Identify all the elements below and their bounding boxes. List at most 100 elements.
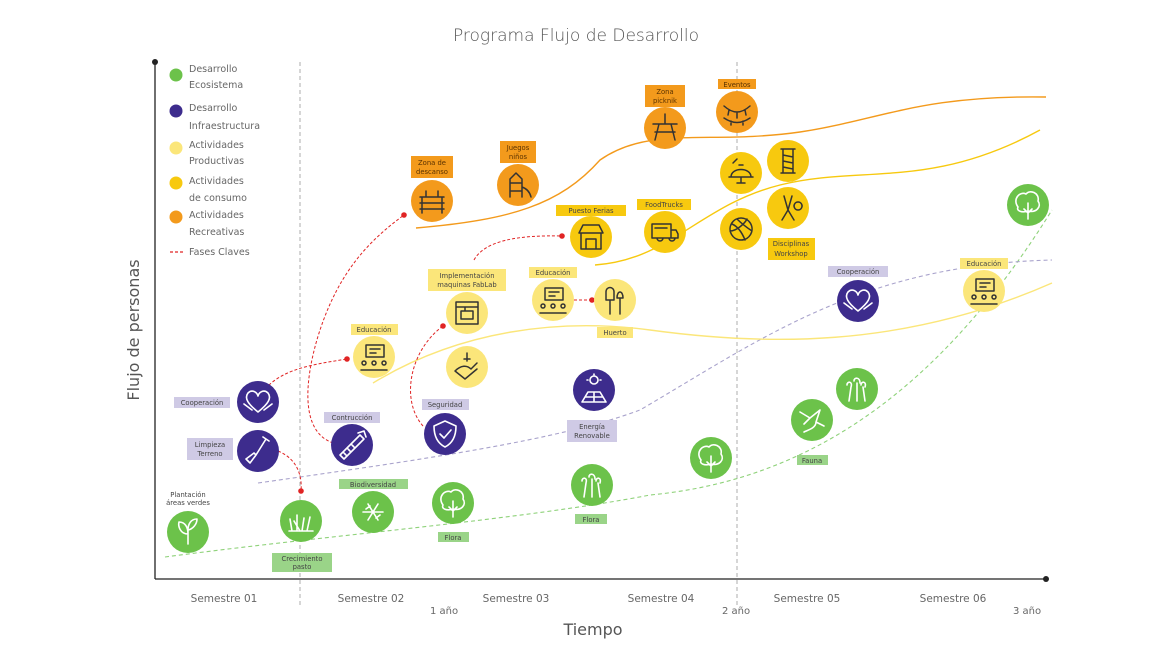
y-axis-end-dot [152, 59, 158, 65]
grass-icon [280, 500, 322, 542]
ecosistema-trend-line [164, 209, 1053, 558]
tree-icon [690, 437, 732, 479]
legend: Desarrollo Ecosistema Desarrollo Infraes… [169, 64, 260, 258]
label-cooperacion-1: Cooperación [181, 399, 224, 407]
label-implementacion: Implementación [439, 272, 494, 280]
saw-icon [331, 424, 373, 466]
label-educacion-1: Educación [357, 326, 392, 334]
label-box [645, 85, 685, 107]
fase-connector [410, 325, 444, 427]
label-box [718, 79, 756, 89]
security-shield-icon [424, 413, 466, 455]
label-cooperacion-2: Cooperación [837, 268, 880, 276]
label-box [597, 327, 633, 338]
label-foodtrucks: FoodTrucks [645, 201, 683, 209]
handshake-heart-icon [237, 381, 279, 423]
productivas-trend-line [372, 282, 1053, 384]
classroom-icon [353, 336, 395, 378]
legend-label: Fases Claves [189, 247, 250, 258]
label-seguridad: Seguridad [428, 401, 463, 409]
label-energia: Energía [579, 423, 605, 431]
label-fauna: Fauna [802, 457, 822, 465]
flowers-icon [571, 464, 613, 506]
label-zona-descanso: descanso [416, 168, 448, 176]
classroom-icon [963, 270, 1005, 312]
label-zona-picnic: Zona [656, 88, 673, 96]
label-box [500, 141, 536, 163]
sprout-icon [167, 511, 209, 553]
fases-claves-dots [298, 212, 595, 494]
label-box [575, 514, 607, 524]
diagram-title: Programa Flujo de Desarrollo [453, 26, 699, 46]
legend-dot-infraestructura [169, 104, 183, 118]
year-label-1: 1 año [430, 606, 458, 617]
label-flora-2: Flora [583, 516, 600, 524]
label-educacion-3: Educación [967, 260, 1002, 268]
label-box [174, 397, 230, 408]
food-dishes-icon [720, 152, 762, 194]
legend-label: Actividades [189, 210, 244, 221]
solar-panel-icon [573, 369, 615, 411]
label-box [637, 199, 691, 210]
tree-icon [432, 482, 474, 524]
legend-label: Recreativas [189, 227, 244, 238]
label-crecimiento: pasto [293, 563, 312, 571]
thread-spool-icon [767, 140, 809, 182]
label-box [324, 412, 380, 423]
classroom-icon [532, 279, 574, 321]
label-box [960, 258, 1008, 269]
biodiversity-icon [352, 491, 394, 533]
label-eventos: Eventos [723, 81, 751, 89]
market-stall-icon [570, 216, 612, 258]
label-flora-1: Flora [445, 534, 462, 542]
label-limpieza: Terreno [196, 450, 222, 458]
label-limpieza: Limpieza [195, 441, 225, 449]
label-huerto: Huerto [603, 329, 626, 337]
legend-dot-recreativas [169, 210, 183, 224]
machine-3d-printer-icon [446, 292, 488, 334]
label-box [768, 238, 815, 260]
picnic-table-icon [644, 107, 686, 149]
label-box [339, 479, 408, 489]
semester-tick-5: Semestre 05 [774, 593, 841, 605]
label-juegos: Juegos [506, 144, 530, 152]
label-box [187, 438, 233, 460]
label-disciplinas: Disciplinas [773, 240, 810, 248]
label-box [422, 399, 469, 410]
year-label-3: 3 año [1013, 606, 1041, 617]
label-box [428, 269, 506, 291]
fase-connector [277, 450, 302, 492]
legend-label: Ecosistema [189, 80, 243, 91]
label-crecimiento: Crecimiento [281, 555, 322, 563]
semester-tick-2: Semestre 02 [338, 593, 405, 605]
label-disciplinas: Workshop [774, 250, 808, 258]
x-axis-end-dot [1043, 576, 1049, 582]
yarn-ball-icon [720, 208, 762, 250]
label-zona-descanso: Zona de [418, 159, 446, 167]
hand-tool-icon [446, 346, 488, 388]
y-axis-label: Flujo de personas [124, 259, 143, 400]
year-label-2: 2 año [722, 606, 750, 617]
legend-label: Productivas [189, 156, 244, 167]
shovel-icon [237, 430, 279, 472]
fase-dot [298, 488, 304, 494]
garden-tools-icon [594, 279, 636, 321]
fase-dot [559, 233, 565, 239]
party-lights-icon [716, 91, 758, 133]
legend-label: de consumo [189, 193, 247, 204]
label-plantacion: áreas verdes [166, 499, 210, 507]
label-box [556, 205, 626, 216]
label-juegos: niños [509, 153, 528, 161]
legend-label: Actividades [189, 176, 244, 187]
label-box [567, 420, 617, 442]
semester-tick-4: Semestre 04 [628, 593, 695, 605]
label-plantacion: Plantación [170, 491, 205, 499]
bench-icon [411, 180, 453, 222]
legend-dot-ecosistema [169, 68, 183, 82]
legend-dot-consumo [169, 176, 183, 190]
bird-icon [791, 399, 833, 441]
label-box [272, 553, 332, 572]
fase-connector [307, 214, 405, 446]
